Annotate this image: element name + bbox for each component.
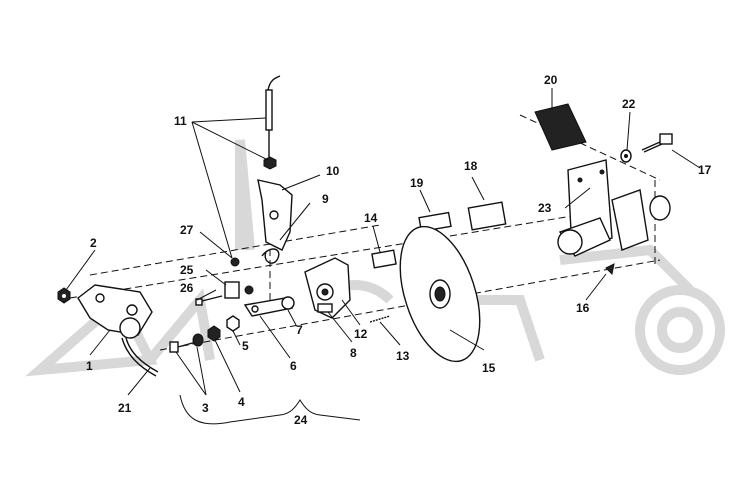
callout-7: 7: [296, 323, 303, 337]
callout-8: 8: [350, 346, 357, 360]
part-nut-4: [207, 325, 221, 342]
part-bolt-17: [641, 133, 673, 153]
callout-15: 15: [482, 361, 496, 375]
callout-20: 20: [544, 73, 558, 87]
watermark-logo: [25, 139, 725, 377]
part-pin-16: [605, 263, 615, 276]
callout-27: 27: [180, 223, 194, 237]
part-cable-11: [263, 75, 281, 170]
callout-6: 6: [290, 359, 297, 373]
callout-13: 13: [396, 349, 410, 363]
callout-4: 4: [238, 395, 245, 409]
part-nut-27: [230, 257, 240, 267]
part-decal-20: [534, 103, 587, 151]
leader-lines: [65, 88, 701, 396]
callout-24: 24: [294, 413, 308, 427]
part-housing-23: [557, 159, 671, 257]
callout-18: 18: [464, 159, 478, 173]
callout-26: 26: [180, 281, 194, 295]
callout-23: 23: [538, 201, 552, 215]
part-cable: [121, 337, 159, 377]
callout-3: 3: [202, 401, 209, 415]
part-spacer-14: [371, 249, 397, 269]
part-cam-12: [304, 257, 351, 319]
callout-9: 9: [322, 192, 329, 206]
group-24-bracket: [179, 394, 361, 425]
callout-2: 2: [90, 236, 97, 250]
part-washer-22: [620, 149, 632, 163]
part-pin-8: [317, 303, 333, 313]
callout-16: 16: [576, 301, 590, 315]
callout-1: 1: [86, 359, 93, 373]
callout-22: 22: [622, 97, 636, 111]
callout-14: 14: [364, 211, 378, 225]
callout-17: 17: [698, 163, 712, 177]
part-pin-13: [369, 315, 391, 323]
callout-labels: 1 2 3 4 5 6 7 8 9 10 11 12 13 14 15 16 1…: [86, 73, 712, 427]
part-spacer-18: [467, 201, 507, 231]
callout-11: 11: [174, 114, 187, 128]
callout-12: 12: [354, 327, 368, 341]
part-nut-5: [226, 315, 240, 332]
part-disc-15: [399, 225, 481, 363]
callout-25: 25: [180, 263, 194, 277]
part-spring-9: [261, 248, 280, 264]
part-bracket-10: [257, 179, 293, 251]
callout-5: 5: [242, 339, 249, 353]
part-nut-2: [57, 287, 71, 304]
callout-19: 19: [410, 176, 424, 190]
part-clamp-25: [224, 281, 254, 299]
callout-10: 10: [326, 164, 340, 178]
part-bracket-plate: [77, 284, 153, 339]
part-link-lever: [243, 296, 295, 317]
part-bolt-3: [169, 333, 204, 353]
callout-21: 21: [118, 401, 132, 415]
